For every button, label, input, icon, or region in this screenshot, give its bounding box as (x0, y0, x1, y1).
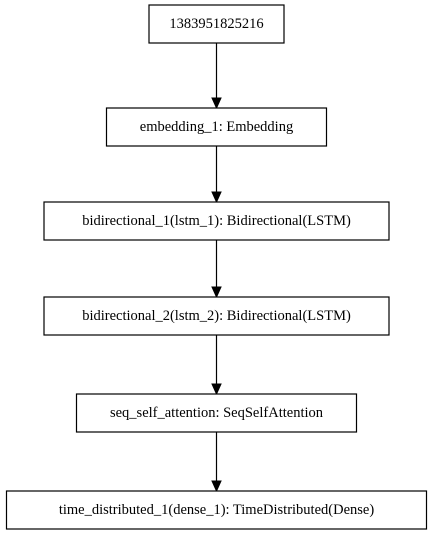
arrowhead-icon (211, 191, 222, 204)
node-attention: seq_self_attention: SeqSelfAttention (75, 393, 358, 433)
node-box-timedist (5, 490, 428, 530)
node-label-attention: seq_self_attention: SeqSelfAttention (110, 405, 324, 421)
arrowhead-icon (211, 286, 222, 299)
node-label-bilstm2: bidirectional_2(lstm_2): Bidirectional(L… (82, 308, 351, 324)
edges-layer (211, 43, 222, 493)
arrowhead-icon (211, 480, 222, 493)
node-box-bilstm2 (43, 296, 390, 336)
edge-attention-timedist (211, 432, 222, 493)
node-bilstm1: bidirectional_1(lstm_1): Bidirectional(L… (43, 201, 390, 241)
node-box-attention (75, 393, 358, 433)
node-box-bilstm1 (43, 201, 390, 241)
node-label-input: 1383951825216 (169, 16, 263, 32)
node-input: 1383951825216 (148, 4, 285, 44)
node-box-input (148, 4, 285, 44)
edge-embedding-bilstm1 (211, 146, 222, 204)
node-label-bilstm1: bidirectional_1(lstm_1): Bidirectional(L… (82, 213, 351, 229)
edge-bilstm2-attention (211, 335, 222, 396)
arrowhead-icon (211, 383, 222, 396)
edge-bilstm1-bilstm2 (211, 240, 222, 299)
edge-input-embedding (211, 43, 222, 110)
arrowhead-icon (211, 97, 222, 110)
node-bilstm2: bidirectional_2(lstm_2): Bidirectional(L… (43, 296, 390, 336)
node-label-embedding: embedding_1: Embedding (140, 119, 293, 135)
node-label-timedist: time_distributed_1(dense_1): TimeDistrib… (59, 502, 375, 518)
nodes-layer: 1383951825216 embedding_1: Embedding bid… (5, 4, 428, 530)
node-box-embedding (105, 107, 328, 147)
node-timedist: time_distributed_1(dense_1): TimeDistrib… (5, 490, 428, 530)
node-embedding: embedding_1: Embedding (105, 107, 328, 147)
